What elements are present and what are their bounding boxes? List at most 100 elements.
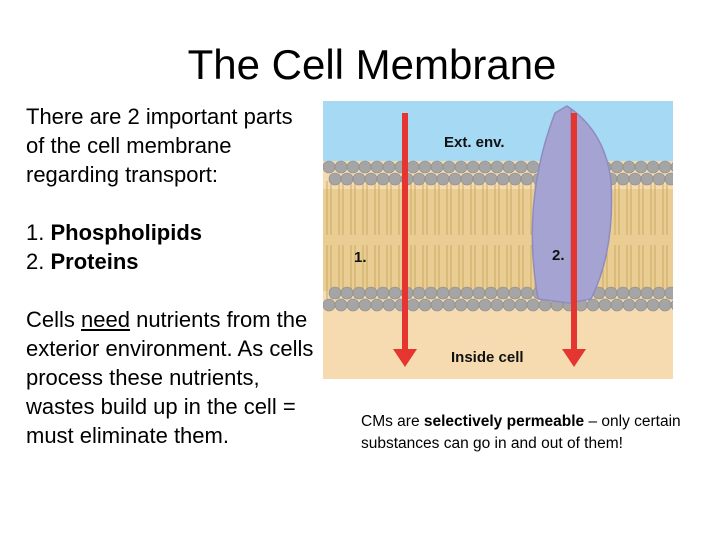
phospholipid-head — [664, 172, 673, 186]
phospholipid-head — [496, 286, 510, 300]
phospholipid-head — [670, 300, 673, 310]
inside-cell-label: Inside cell — [451, 349, 524, 366]
phospholipid-head — [478, 298, 492, 312]
phospholipid-head — [430, 160, 444, 174]
phospholipid-head — [514, 160, 528, 174]
phospholipid-head — [652, 286, 666, 300]
phospholipid-head — [370, 160, 384, 174]
phospholipid-head — [352, 172, 366, 186]
phospholipid-head — [346, 298, 360, 312]
phospholipid-head — [520, 172, 534, 186]
phospholipid-head — [634, 160, 648, 174]
phospholipid-head — [436, 286, 450, 300]
phospholipid-head — [460, 286, 474, 300]
phospholipid-head — [334, 160, 348, 174]
phospholipid-head — [364, 286, 378, 300]
phospholipid-head — [323, 298, 336, 312]
phospholipid-head — [352, 286, 366, 300]
phospholipid-head — [640, 286, 654, 300]
phospholipid-head — [412, 286, 426, 300]
phospholipid-head — [412, 172, 426, 186]
phospholipid-head — [652, 172, 666, 186]
phospholipid-head — [622, 298, 636, 312]
phospholipid-head — [646, 160, 660, 174]
phospholipid-head — [508, 286, 522, 300]
phospholipid-head — [622, 160, 636, 174]
phospholipids-label: Phospholipids — [50, 220, 203, 245]
phospholipid-head — [484, 286, 498, 300]
phospholipid-head — [448, 172, 462, 186]
arrow-through-protein — [562, 113, 586, 367]
phospholipid-head — [442, 160, 456, 174]
phospholipid-head — [370, 298, 384, 312]
phospholipid-head — [442, 298, 456, 312]
slide-title: The Cell Membrane — [187, 41, 557, 88]
phospholipid-head — [436, 172, 450, 186]
phospholipid-head — [586, 298, 600, 312]
arrow-through-lipids — [393, 113, 417, 367]
phospholipid-head — [526, 160, 540, 174]
caption-text: CMs are selectively permeable – only cer… — [361, 413, 681, 452]
nutrients-paragraph: Cells need nutrients from the exterior e… — [26, 307, 314, 448]
phospholipid-head — [466, 298, 480, 312]
phospholipid-head — [340, 286, 354, 300]
membrane-diagram: Ext. env. 1. 2. Inside cell — [323, 101, 673, 379]
parts-list: 1. Phospholipids 2. Proteins — [26, 218, 316, 276]
phospholipid-head — [664, 286, 673, 300]
phospholipid-head — [406, 298, 420, 312]
phospholipid-head — [454, 298, 468, 312]
phospholipid-head — [670, 162, 673, 172]
phospholipid-head — [430, 298, 444, 312]
phospholipid-head — [514, 298, 528, 312]
phospholipid-head — [418, 298, 432, 312]
phospholipid-head — [388, 172, 402, 186]
phospholipid-head — [460, 172, 474, 186]
phospholipid-head — [448, 286, 462, 300]
phospholipid-head — [610, 298, 624, 312]
phospholipid-head — [508, 172, 522, 186]
phospholipid-head — [628, 286, 642, 300]
phospholipid-head — [466, 160, 480, 174]
marker-2: 2. — [552, 247, 565, 264]
phospholipid-head — [526, 298, 540, 312]
phospholipid-head — [424, 286, 438, 300]
exterior-region — [323, 101, 673, 161]
left-text-block: There are 2 important parts of the cell … — [26, 102, 316, 450]
list-item-2: 2. Proteins — [26, 249, 139, 274]
phospholipid-head — [376, 286, 390, 300]
phospholipid-head — [418, 160, 432, 174]
phospholipid-head — [358, 160, 372, 174]
phospholipid-head — [358, 298, 372, 312]
phospholipid-head — [598, 298, 612, 312]
need-underlined: need — [81, 307, 130, 332]
list-item-1: 1. Phospholipids — [26, 220, 203, 245]
marker-1: 1. — [354, 249, 367, 266]
phospholipid-head — [328, 172, 342, 186]
phospholipid-head — [334, 298, 348, 312]
phospholipid-head — [616, 286, 630, 300]
phospholipid-head — [490, 160, 504, 174]
phospholipid-head — [454, 160, 468, 174]
phospholipid-head — [490, 298, 504, 312]
phospholipid-head — [478, 160, 492, 174]
phospholipid-bilayer — [323, 160, 673, 312]
phospholipid-head — [502, 160, 516, 174]
proteins-label: Proteins — [50, 249, 139, 274]
phospholipid-head — [658, 298, 672, 312]
phospholipid-head — [472, 172, 486, 186]
phospholipid-head — [406, 160, 420, 174]
phospholipid-head — [496, 172, 510, 186]
phospholipid-head — [502, 298, 516, 312]
phospholipid-head — [640, 172, 654, 186]
phospholipid-head — [364, 172, 378, 186]
phospholipid-head — [382, 298, 396, 312]
selectively-permeable: selectively permeable — [423, 413, 585, 430]
phospholipid-head — [520, 286, 534, 300]
phospholipid-head — [604, 286, 618, 300]
phospholipid-head — [472, 286, 486, 300]
phospholipid-head — [616, 172, 630, 186]
phospholipid-head — [628, 172, 642, 186]
phospholipid-head — [340, 172, 354, 186]
phospholipid-head — [388, 286, 402, 300]
phospholipid-head — [658, 160, 672, 174]
